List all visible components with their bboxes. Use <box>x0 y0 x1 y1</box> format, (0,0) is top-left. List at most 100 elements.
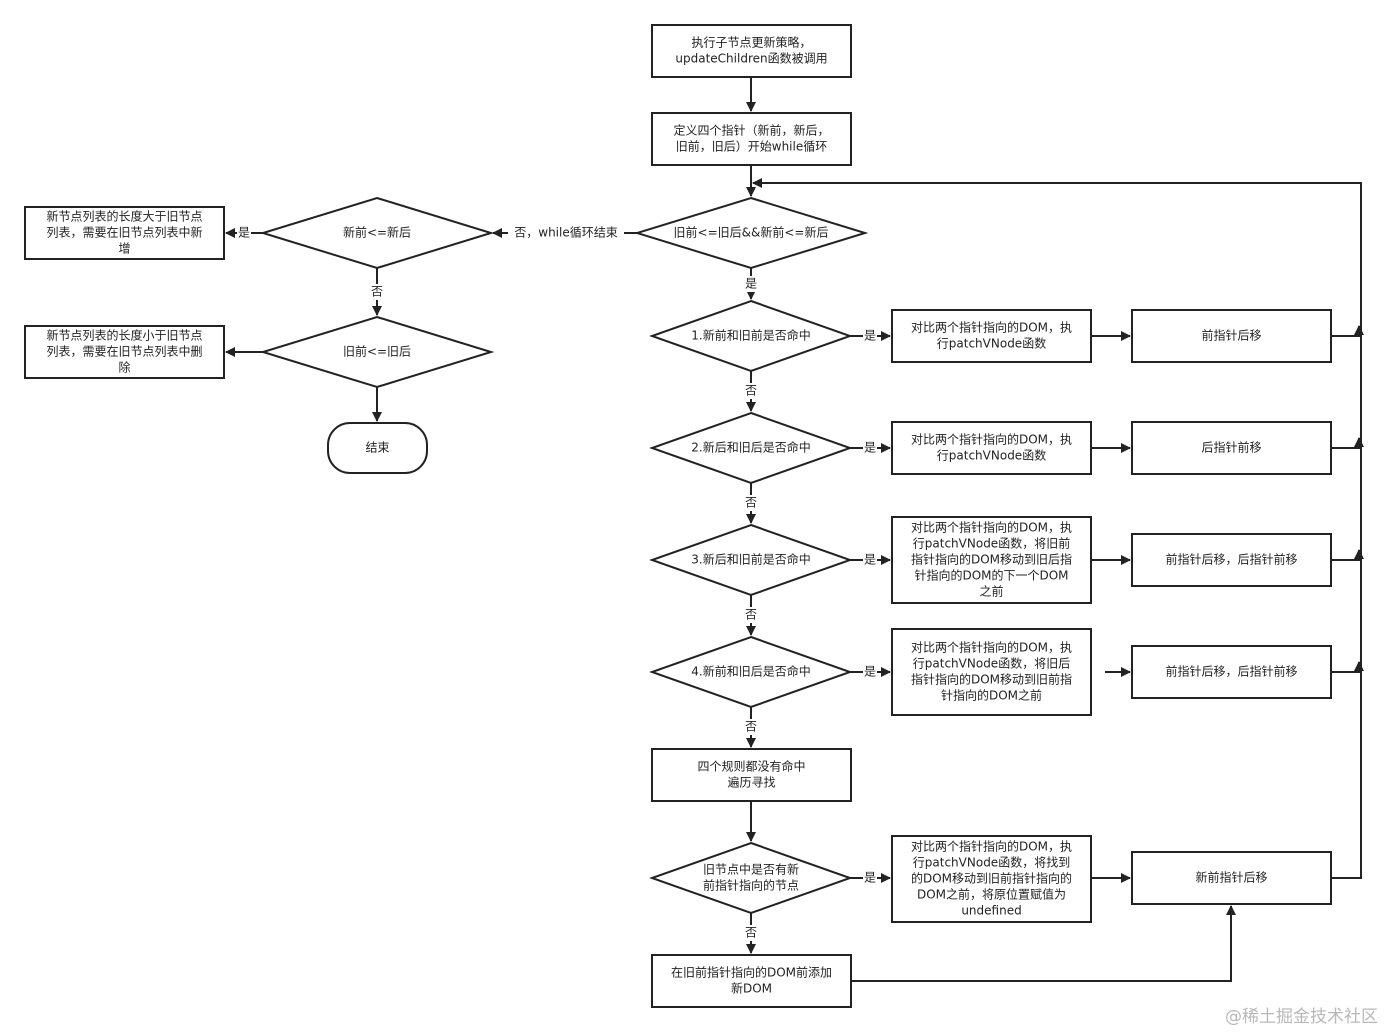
node-label-line: 对比两个指针指向的DOM，执 <box>911 839 1072 854</box>
node-d1: 1.新前和旧前是否命中 <box>648 299 854 373</box>
node-label-line: 增 <box>118 242 130 256</box>
decision-shape <box>633 196 869 270</box>
edge-label-yes: 是 <box>864 329 876 343</box>
flowchart-nodes: 执行子节点更新策略，updateChildren函数被调用定义四个指针（新前，新… <box>24 24 1332 1008</box>
node-label-line: 1.新前和旧前是否命中 <box>691 328 810 343</box>
edge-label-bg <box>863 440 877 456</box>
edge-label-bg <box>863 552 877 568</box>
node-label-line: 4.新前和旧后是否命中 <box>691 664 810 679</box>
decision-shape <box>648 299 854 373</box>
node-label-line: 前指针后移，后指针前移 <box>1165 664 1297 679</box>
node-new_cond: 新前<=新后 <box>259 196 495 270</box>
node-label-line: 结束 <box>365 441 389 455</box>
edge-label-yes: 是 <box>864 871 876 885</box>
decision-shape <box>648 635 854 709</box>
edge-label-loop-no: 否，while循环结束 <box>514 226 617 240</box>
process-shape <box>651 954 852 1008</box>
process-shape <box>1131 645 1332 699</box>
node-m2: 后指针前移 <box>1131 421 1332 475</box>
node-label-line: 前指针后移 <box>1201 328 1261 343</box>
edge-label-bg <box>237 225 251 241</box>
node-label-line: 除 <box>118 360 130 375</box>
node-label-line: 行patchVNode函数，将旧后 <box>913 656 1070 671</box>
edge-label-yes: 是 <box>864 441 876 455</box>
decision-shape <box>648 411 854 485</box>
node-label-line: 新前指针后移 <box>1195 870 1267 885</box>
node-label-line: 针指向的DOM之前 <box>941 688 1042 703</box>
edge-label-no: 否 <box>745 384 757 398</box>
edge-label-yes: 是 <box>745 277 757 291</box>
edge-label-bg <box>863 664 877 680</box>
edge-label-bg <box>744 276 758 292</box>
node-end: 结束 <box>327 422 428 474</box>
edge-label-bg <box>863 328 877 344</box>
watermark: @稀土掘金技术社区 <box>1225 1007 1378 1027</box>
edge-label-yes: 是 <box>864 553 876 567</box>
node-a5: 对比两个指针指向的DOM，执行patchVNode函数，将找到的DOM移动到旧前… <box>891 835 1092 923</box>
edge-label-no: 否 <box>745 926 757 940</box>
node-label-line: 之前 <box>979 584 1003 599</box>
node-label-line: 行patchVNode函数 <box>937 448 1046 463</box>
node-label-line: undefined <box>961 904 1021 918</box>
node-label-line: 后指针前移 <box>1201 440 1261 455</box>
process-shape <box>651 748 852 802</box>
node-old_cond: 旧前<=旧后 <box>259 315 495 389</box>
node-m5: 新前指针后移 <box>1131 851 1332 905</box>
node-label-line: 指针指向的DOM移动到旧后指 <box>911 552 1072 567</box>
node-label-line: 旧前<=旧后 <box>343 344 411 359</box>
process-shape <box>891 421 1092 475</box>
node-label-line: 执行子节点更新策略， <box>691 35 811 50</box>
edge-label-no: 否 <box>745 720 757 734</box>
edge-m4-return <box>1331 661 1364 673</box>
node-label-line: 列表，需要在旧节点列表中删 <box>46 344 202 359</box>
node-label-line: 新DOM <box>731 981 772 996</box>
node-label-line: 在旧前指针指向的DOM前添加 <box>671 965 832 980</box>
process-shape <box>1131 421 1332 475</box>
edge-label-yes: 是 <box>238 226 250 240</box>
node-label-line: 前指针后移，后指针前移 <box>1165 552 1297 567</box>
node-d3: 3.新后和旧前是否命中 <box>648 523 854 597</box>
node-label-line: updateChildren函数被调用 <box>675 51 827 66</box>
decision-shape <box>648 523 854 597</box>
edge-label-bg <box>863 870 877 886</box>
node-m4: 前指针后移，后指针前移 <box>1131 645 1332 699</box>
node-d4: 4.新前和旧后是否命中 <box>648 635 854 709</box>
node-label-line: 2.新后和旧后是否命中 <box>691 440 810 455</box>
node-m3: 前指针后移，后指针前移 <box>1131 533 1332 587</box>
terminal-shape <box>327 422 428 474</box>
decision-shape <box>259 196 495 270</box>
node-label-line: 遍历寻找 <box>727 776 775 790</box>
node-label-line: 针指向的DOM的下一个DOM <box>914 568 1068 583</box>
node-label-line: 新节点列表的长度大于旧节点 <box>46 209 202 224</box>
node-label-line: 行patchVNode函数 <box>937 336 1046 351</box>
process-shape <box>891 628 1092 716</box>
process-shape <box>1131 533 1332 587</box>
node-label-line: 四个规则都没有命中 <box>697 759 805 774</box>
node-start: 执行子节点更新策略，updateChildren函数被调用 <box>651 24 852 78</box>
node-d2: 2.新后和旧后是否命中 <box>648 411 854 485</box>
node-label-line: 前指针指向的节点 <box>703 878 799 893</box>
node-label-line: 新节点列表的长度小于旧节点 <box>46 328 202 343</box>
node-m1: 前指针后移 <box>1131 309 1332 363</box>
node-loop_cond: 旧前<=旧后&&新前<=新后 <box>633 196 869 270</box>
node-label-line: 指针指向的DOM移动到旧前指 <box>911 672 1072 687</box>
node-label-line: 对比两个指针指向的DOM，执 <box>911 640 1072 655</box>
node-label-line: 对比两个指针指向的DOM，执 <box>911 432 1072 447</box>
edge-label-bg <box>508 225 624 241</box>
edge-label-no: 否 <box>745 496 757 510</box>
process-shape <box>1131 309 1332 363</box>
node-label-line: 新前<=新后 <box>343 225 411 240</box>
edge-label-bg <box>744 383 758 399</box>
node-label-line: 旧前，旧后）开始while循环 <box>676 139 827 154</box>
edge-label-bg <box>370 284 384 300</box>
edge-label-bg <box>744 925 758 941</box>
node-label-line: DOM之前，将原位置赋值为 <box>917 887 1066 902</box>
process-shape <box>891 516 1092 604</box>
process-shape <box>891 835 1092 923</box>
